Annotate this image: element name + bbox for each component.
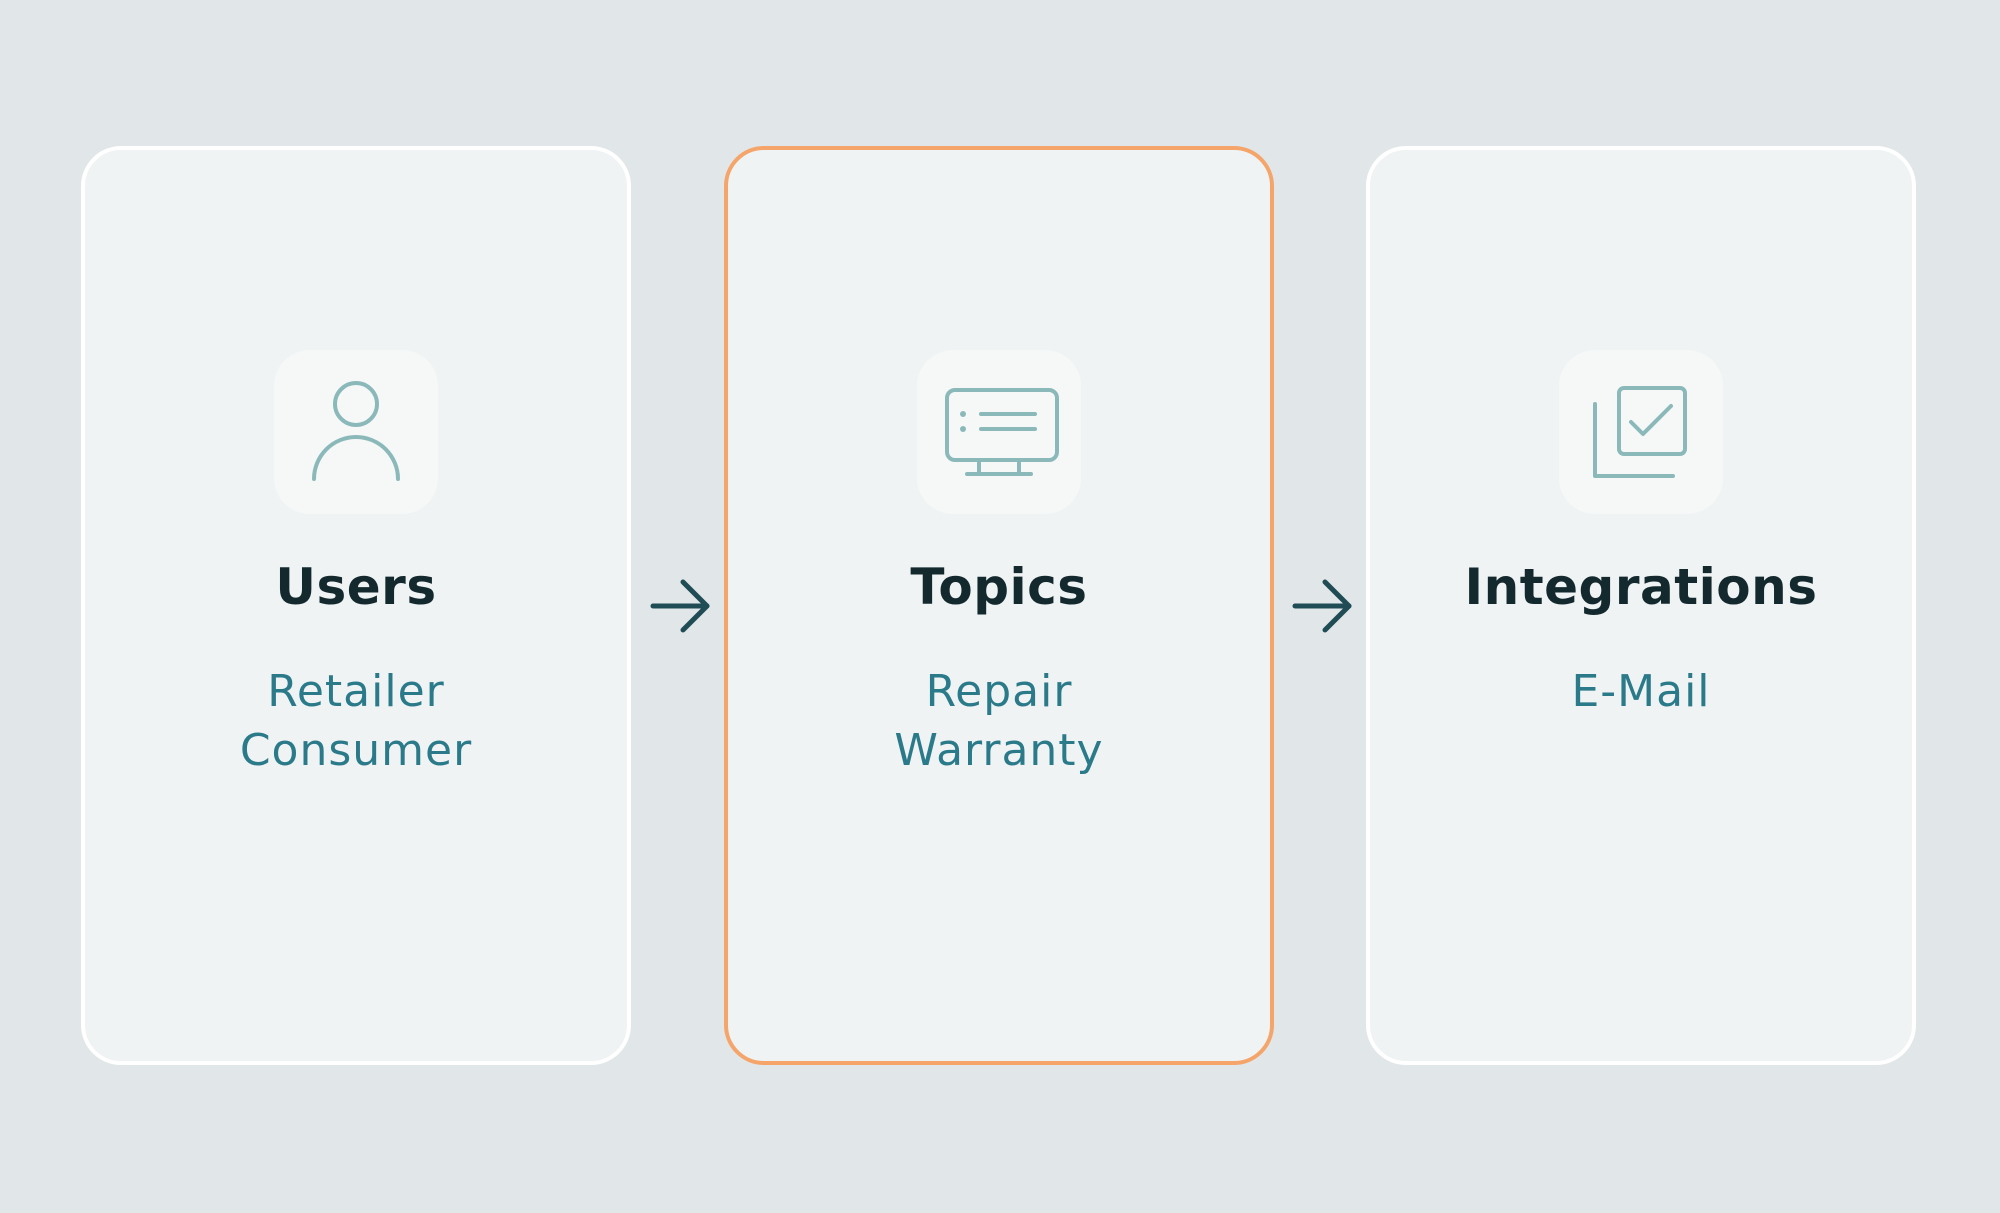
step-items: Repair Warranty [728,662,1270,780]
step-item: Repair [925,666,1073,717]
step-card-integrations: Integrations E-Mail [1366,146,1916,1065]
step-title: Users [275,558,437,616]
icon-tile [1559,350,1723,514]
step-item: Retailer [267,666,445,717]
monitor-list-icon [945,388,1059,476]
user-icon [312,381,400,481]
step-items: E-Mail [1370,662,1912,721]
step-title: Topics [910,558,1088,616]
step-items: Retailer Consumer [85,662,627,780]
arrow-right-icon [650,579,710,633]
step-item: Warranty [894,725,1104,776]
step-card-topics: Topics Repair Warranty [724,146,1274,1065]
step-item: Consumer [239,725,473,776]
arrow-right-icon [1292,579,1352,633]
step-card-users: Users Retailer Consumer [81,146,631,1065]
icon-tile [917,350,1081,514]
step-title: Integrations [1464,558,1818,616]
icon-tile [274,350,438,514]
checkbox-stack-icon [1593,386,1687,478]
step-item: E-Mail [1571,666,1711,717]
